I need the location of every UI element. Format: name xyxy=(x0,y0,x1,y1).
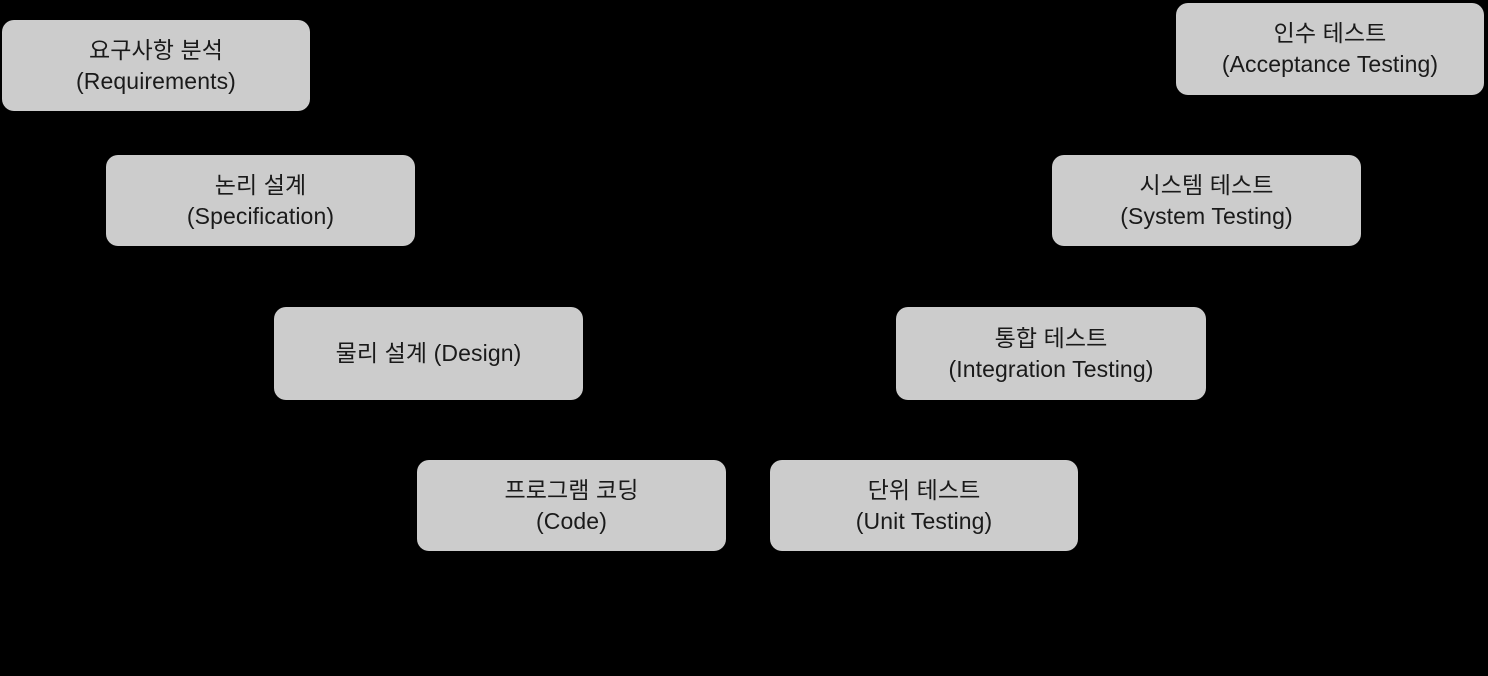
integration-testing-box-title-ko: 통합 테스트 xyxy=(994,324,1108,351)
system-testing-box[interactable]: 시스템 테스트 (System Testing) xyxy=(1052,155,1361,246)
code-box[interactable]: 프로그램 코딩 (Code) xyxy=(417,460,726,551)
requirements-box[interactable]: 요구사항 분석 (Requirements) xyxy=(2,20,310,111)
specification-box-title-en: (Specification) xyxy=(186,202,335,229)
unit-testing-box-title-en: (Unit Testing) xyxy=(855,507,993,534)
system-testing-box-title-en: (System Testing) xyxy=(1120,202,1293,229)
code-box-title-en: (Code) xyxy=(536,507,607,534)
acceptance-testing-box-title-en: (Acceptance Testing) xyxy=(1221,51,1439,77)
acceptance-testing-box[interactable]: 인수 테스트 (Acceptance Testing) xyxy=(1176,3,1484,95)
unit-testing-box-title-ko: 단위 테스트 xyxy=(867,476,981,503)
unit-testing-box[interactable]: 단위 테스트 (Unit Testing) xyxy=(770,460,1078,551)
specification-box[interactable]: 논리 설계 (Specification) xyxy=(106,155,415,246)
requirements-box-title-en: (Requirements) xyxy=(76,67,236,94)
integration-testing-box[interactable]: 통합 테스트 (Integration Testing) xyxy=(896,307,1206,400)
specification-box-title-ko: 논리 설계 xyxy=(214,171,307,198)
design-box-title-ko: 물리 설계 (Design) xyxy=(335,340,522,367)
integration-testing-box-title-en: (Integration Testing) xyxy=(948,355,1154,382)
design-box[interactable]: 물리 설계 (Design) xyxy=(274,307,583,400)
code-box-title-ko: 프로그램 코딩 xyxy=(504,476,639,503)
acceptance-testing-box-title-ko: 인수 테스트 xyxy=(1273,20,1387,47)
system-testing-box-title-ko: 시스템 테스트 xyxy=(1139,171,1274,198)
requirements-box-title-ko: 요구사항 분석 xyxy=(88,36,224,63)
